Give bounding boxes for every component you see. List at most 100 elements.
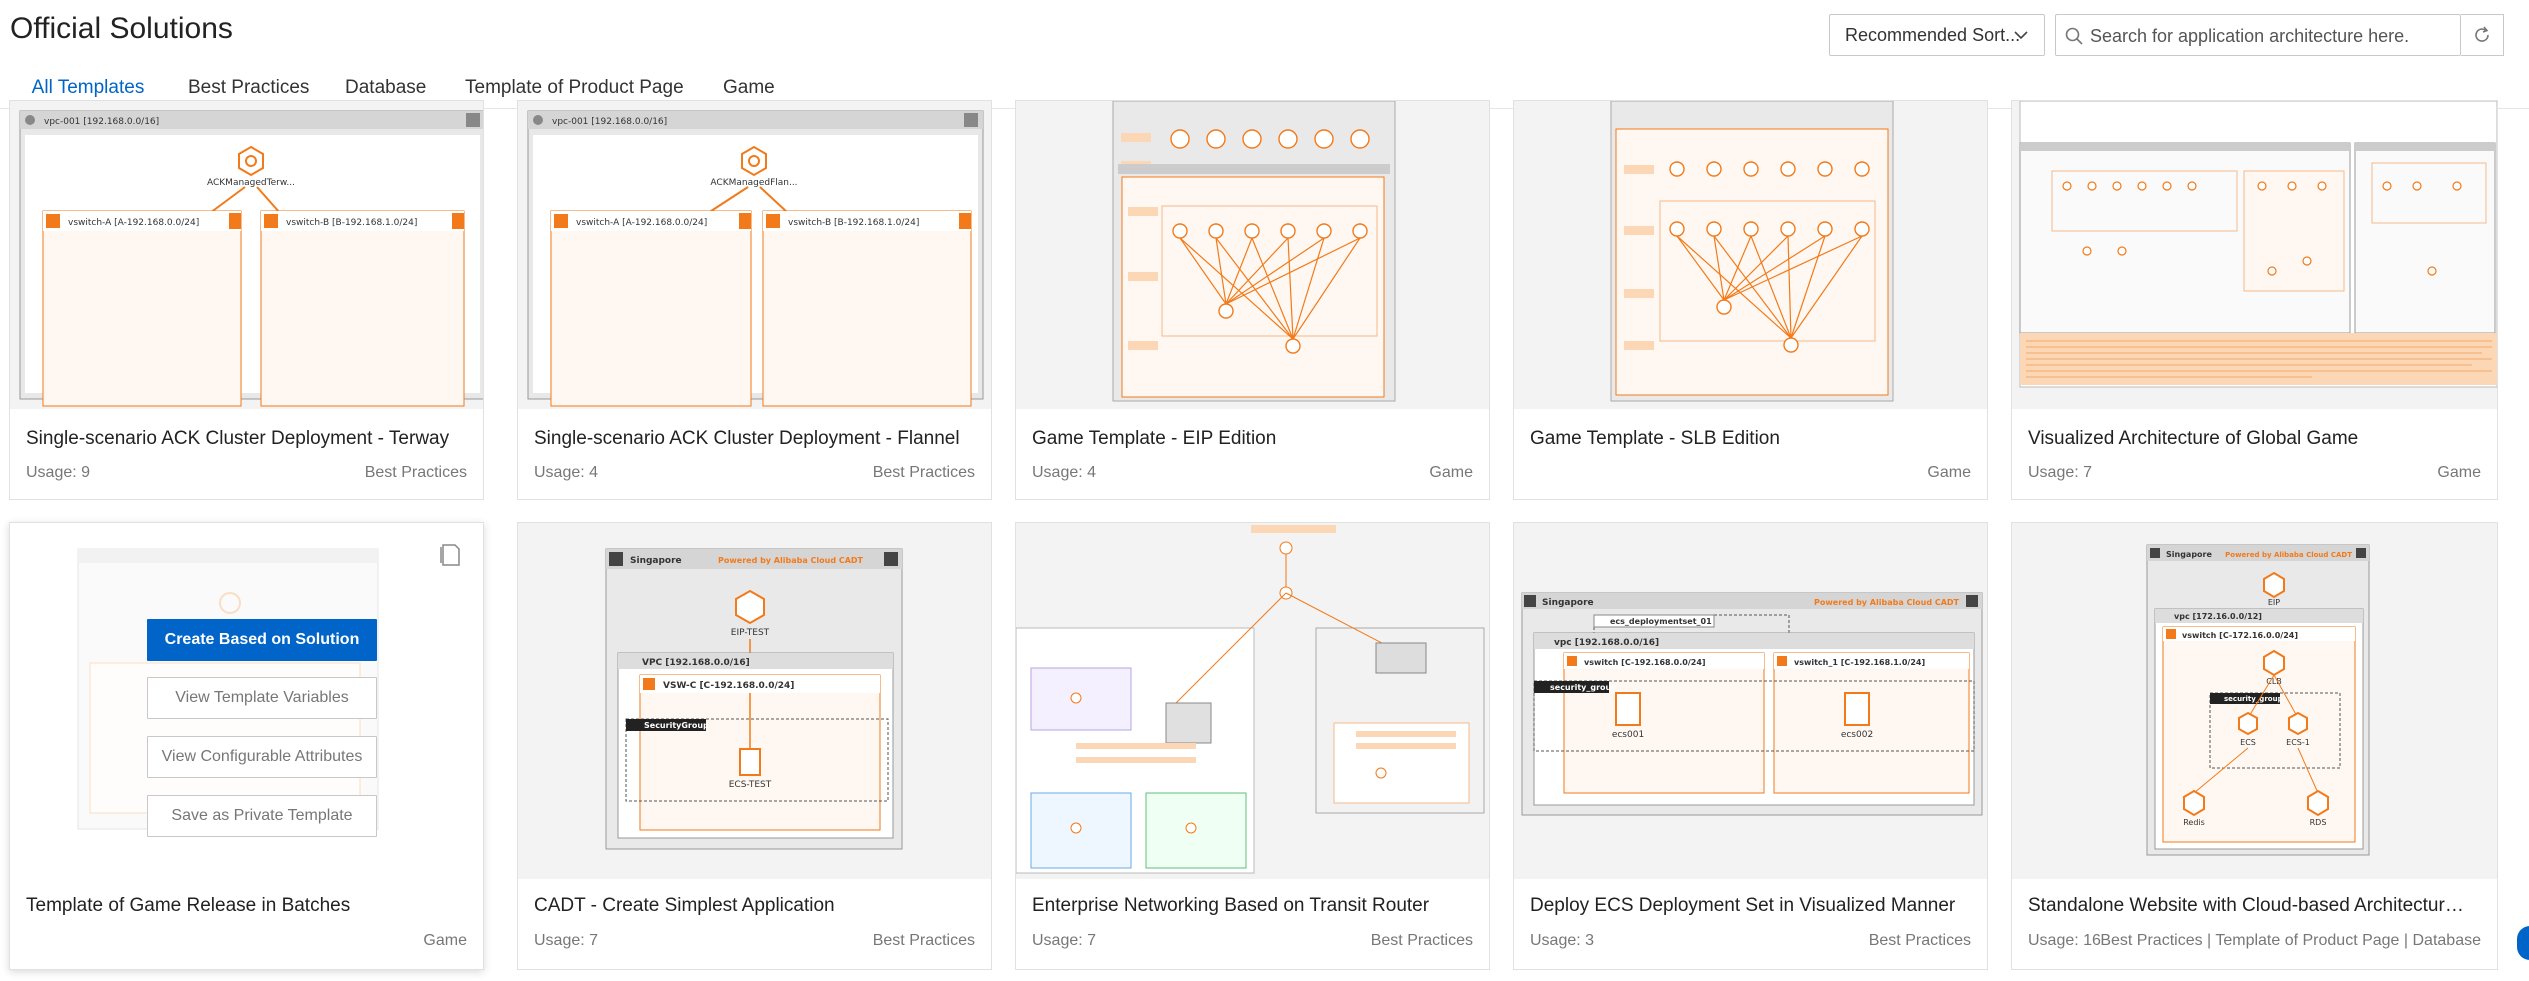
template-thumbnail[interactable]: Create Based on Solution View Template V… — [10, 523, 483, 879]
template-thumbnail[interactable]: Singapore Powered by Alibaba Cloud CADT … — [1514, 523, 1987, 879]
deploymentset-label: ecs_deploymentset_01 — [1610, 617, 1712, 626]
ecs1-label: ecs001 — [1612, 730, 1644, 740]
vswitch-b-label: vswitch-B [B-192.168.1.0/24] — [788, 218, 919, 228]
architecture-diagram — [2019, 101, 2497, 388]
region-label: Singapore — [2166, 550, 2212, 559]
create-based-on-solution-button[interactable]: Create Based on Solution — [147, 619, 377, 661]
page-title: Official Solutions — [10, 12, 233, 45]
save-as-private-template-button[interactable]: Save as Private Template — [147, 795, 377, 837]
card-title[interactable]: Standalone Website with Cloud-based Arch… — [2028, 895, 2468, 916]
card-title[interactable]: Single-scenario ACK Cluster Deployment -… — [534, 428, 960, 449]
region-label: Singapore — [630, 556, 682, 566]
ecs-label: ECS-TEST — [729, 780, 772, 790]
card-title[interactable]: Template of Game Release in Batches — [26, 895, 351, 916]
category-tag: Game — [423, 932, 467, 949]
vpc-label: vpc-001 [192.168.0.0/16] — [44, 117, 159, 127]
category-tag: Best Practices | Template of Product Pag… — [2100, 932, 2481, 949]
sg-label: security_group — [2224, 695, 2283, 703]
tab-template-of-product-page[interactable]: Template of Product Page — [465, 77, 684, 98]
sg-label: SecurityGroup — [644, 721, 709, 730]
vpc-label: VPC [192.168.0.0/16] — [642, 658, 750, 668]
tab-best-practices[interactable]: Best Practices — [188, 77, 310, 98]
search-box — [2055, 14, 2461, 56]
architecture-diagram: Singapore Powered by Alibaba Cloud CADT … — [2146, 544, 2370, 856]
card-title[interactable]: Enterprise Networking Based on Transit R… — [1032, 895, 1430, 916]
category-tag: Best Practices — [872, 932, 975, 949]
template-thumbnail[interactable]: vpc-001 [192.168.0.0/16] ACKManagedFlan.… — [518, 101, 991, 409]
vswitch-a-label: vswitch-A [A-192.168.0.0/24] — [68, 218, 199, 228]
template-thumbnail[interactable]: Singapore Powered by Alibaba Cloud CADT … — [2012, 523, 2497, 879]
usage-count: Usage: 9 — [26, 464, 91, 481]
card-title[interactable]: CADT - Create Simplest Application — [534, 895, 835, 916]
template-card[interactable]: Visualized Architecture of Global Game U… — [2011, 100, 2498, 500]
tab-database[interactable]: Database — [345, 77, 427, 98]
usage-count: Usage: 4 — [1032, 464, 1097, 481]
eip-label: EIP — [2268, 598, 2280, 607]
category-tag: Game — [2437, 464, 2481, 481]
template-card[interactable]: Create Based on Solution View Template V… — [9, 522, 484, 970]
view-configurable-attributes-button[interactable]: View Configurable Attributes — [147, 736, 377, 778]
usage-count: Usage: 7 — [1032, 932, 1097, 949]
category-tag: Best Practices — [1868, 932, 1971, 949]
architecture-diagram — [1112, 101, 1396, 402]
redis-label: Redis — [2183, 818, 2205, 827]
chat-support-button[interactable] — [2517, 926, 2529, 960]
template-card[interactable]: Singapore Powered by Alibaba Cloud CADT … — [1513, 522, 1988, 970]
vswitch-a-label: vswitch-A [A-192.168.0.0/24] — [576, 218, 707, 228]
usage-count: Usage: 3 — [1530, 932, 1595, 949]
tab-game[interactable]: Game — [723, 77, 775, 98]
usage-count: Usage: 16 — [2028, 932, 2101, 949]
architecture-diagram — [1610, 101, 1894, 402]
ecs1-label: ECS-1 — [2286, 738, 2310, 747]
template-thumbnail[interactable] — [2012, 101, 2497, 409]
rds-label: RDS — [2310, 818, 2327, 827]
template-thumbnail[interactable]: vpc-001 [192.168.0.0/16] ACKManagedTerw.… — [10, 101, 483, 409]
clb-label: CLB — [2266, 677, 2282, 686]
template-card[interactable]: Game Template - EIP Edition Usage: 4 Gam… — [1015, 100, 1490, 500]
vswitch-b-label: vswitch-B [B-192.168.1.0/24] — [286, 218, 417, 228]
category-tag: Best Practices — [1370, 932, 1473, 949]
vpc-label: vpc-001 [192.168.0.0/16] — [552, 117, 667, 127]
document-icon[interactable] — [439, 543, 461, 567]
template-thumbnail[interactable] — [1514, 101, 1987, 409]
template-card[interactable]: Singapore Powered by Alibaba Cloud CADT … — [517, 522, 992, 970]
card-title[interactable]: Visualized Architecture of Global Game — [2028, 428, 2359, 449]
sort-dropdown[interactable]: Recommended Sort... — [1829, 14, 2045, 56]
card-title[interactable]: Game Template - SLB Edition — [1530, 428, 1780, 449]
refresh-icon — [2475, 26, 2489, 42]
template-card[interactable]: Singapore Powered by Alibaba Cloud CADT … — [2011, 522, 2498, 970]
search-input[interactable] — [2088, 17, 2452, 55]
refresh-button[interactable] — [2461, 14, 2504, 56]
usage-count: Usage: 4 — [534, 464, 599, 481]
category-tag: Best Practices — [872, 464, 975, 481]
template-thumbnail[interactable]: Singapore Powered by Alibaba Cloud CADT … — [518, 523, 991, 879]
ecs-label: ECS — [2240, 738, 2256, 747]
template-card[interactable]: vpc-001 [192.168.0.0/16] ACKManagedTerw.… — [9, 100, 484, 500]
vswitch-b-label: vswitch_1 [C-192.168.1.0/24] — [1794, 658, 1925, 667]
architecture-diagram — [1016, 525, 1485, 874]
region-label: Singapore — [1542, 598, 1594, 608]
vsw-label: VSW-C [C-192.168.0.0/24] — [663, 681, 794, 691]
sg-label: security_group — [1550, 683, 1617, 692]
usage-count: Usage: 7 — [2028, 464, 2093, 481]
template-thumbnail[interactable] — [1016, 523, 1489, 879]
ecs2-label: ecs002 — [1841, 730, 1873, 740]
category-tag: Best Practices — [364, 464, 467, 481]
template-card[interactable]: Game Template - SLB Edition Game — [1513, 100, 1988, 500]
architecture-diagram: vpc-001 [192.168.0.0/16] ACKManagedFlan.… — [527, 110, 984, 407]
card-title[interactable]: Deploy ECS Deployment Set in Visualized … — [1530, 895, 1956, 916]
view-template-variables-button[interactable]: View Template Variables — [147, 677, 377, 719]
card-title[interactable]: Game Template - EIP Edition — [1032, 428, 1277, 449]
card-title[interactable]: Single-scenario ACK Cluster Deployment -… — [26, 428, 450, 449]
template-card[interactable]: vpc-001 [192.168.0.0/16] ACKManagedFlan.… — [517, 100, 992, 500]
eip-label: EIP-TEST — [731, 628, 770, 638]
ack-node-label: ACKManagedFlan... — [710, 178, 797, 188]
architecture-diagram: Singapore Powered by Alibaba Cloud CADT … — [605, 548, 903, 850]
search-icon — [2065, 27, 2083, 45]
template-card[interactable]: Enterprise Networking Based on Transit R… — [1015, 522, 1490, 970]
powered-label: Powered by Alibaba Cloud CADT — [718, 556, 864, 565]
usage-count: Usage: 7 — [534, 932, 599, 949]
template-thumbnail[interactable] — [1016, 101, 1489, 409]
vpc-label: vpc [192.168.0.0/16] — [1554, 638, 1659, 648]
sort-dropdown-label: Recommended Sort... — [1845, 25, 2021, 45]
